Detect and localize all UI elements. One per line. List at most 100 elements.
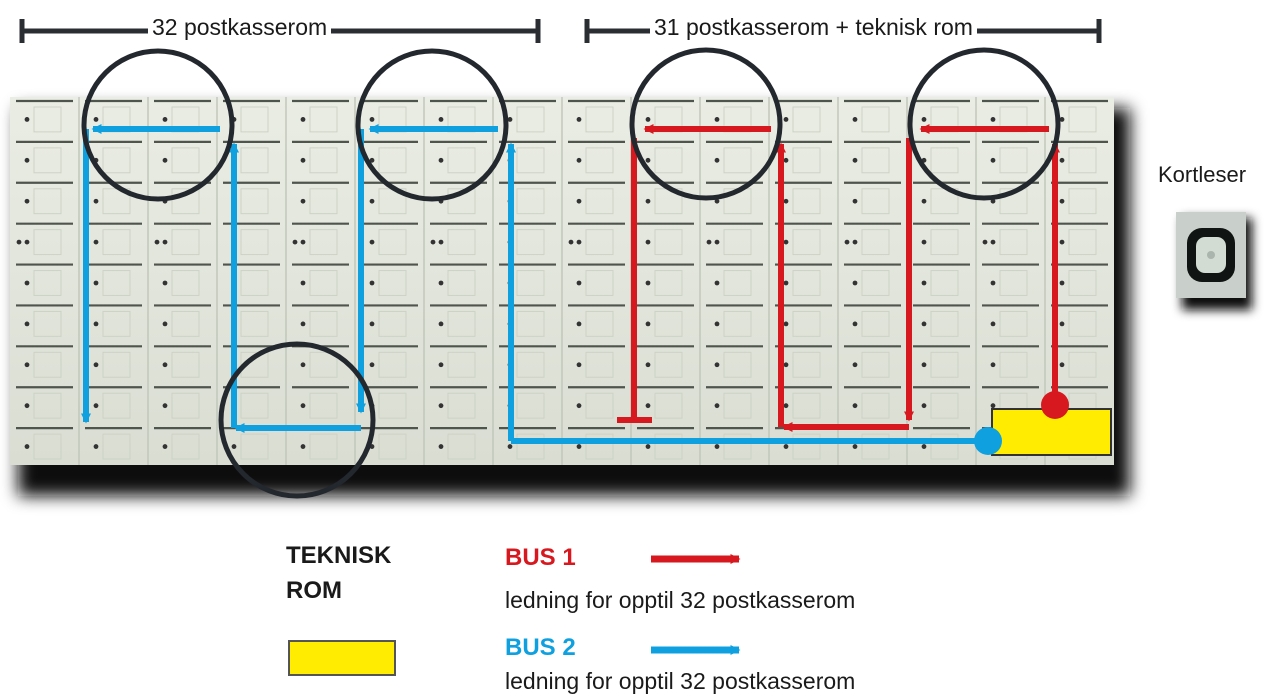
mailbox-door	[1068, 310, 1097, 337]
mailbox-lock	[162, 403, 168, 409]
mailbox-lock	[1059, 157, 1065, 163]
mailbox-lock	[921, 239, 927, 245]
mailbox-door	[723, 351, 752, 378]
mailbox-lock	[990, 403, 996, 409]
mailbox-lock	[24, 198, 30, 204]
mailbox-lock	[783, 362, 789, 368]
mailbox-door	[861, 147, 890, 174]
mailbox-lock	[369, 157, 375, 163]
mailbox-door	[585, 188, 614, 215]
mailbox-lock	[576, 157, 582, 163]
mailbox-lock	[576, 362, 582, 368]
mailbox-door	[378, 433, 407, 460]
mailbox-lock	[1059, 321, 1065, 327]
mailbox-lock	[93, 362, 99, 368]
mailbox-door	[33, 188, 62, 215]
mailbox-lock	[24, 444, 30, 449]
mailbox-door	[240, 351, 269, 378]
mailbox-lock	[714, 403, 720, 409]
mailbox-door	[654, 270, 683, 296]
mailbox-lock	[645, 239, 651, 245]
mailbox-lock	[300, 321, 306, 327]
mailbox-lock	[990, 321, 996, 327]
mailbox-door	[723, 270, 752, 296]
mailbox-door	[585, 229, 614, 256]
mailbox-door	[33, 106, 62, 133]
mailbox-lock	[921, 280, 927, 286]
mailbox-door	[171, 433, 200, 460]
ring-top-3	[629, 47, 783, 201]
mailbox-door	[999, 188, 1028, 215]
mailbox-door	[309, 310, 338, 337]
mailbox-lock	[162, 362, 168, 368]
mailbox-lock	[93, 117, 99, 122]
mailbox-lock	[369, 321, 375, 327]
mailbox-door	[171, 147, 200, 174]
mailbox-lock	[369, 239, 375, 245]
mailbox-door	[378, 392, 407, 419]
mailbox-door	[999, 351, 1028, 378]
mailbox-door	[792, 270, 821, 296]
bus2-description: ledning for opptil 32 postkasserom	[505, 668, 856, 694]
mailbox-lock	[714, 157, 720, 163]
mailbox-lock	[438, 321, 444, 327]
mailbox-lock	[438, 239, 444, 245]
mailbox-door	[516, 270, 545, 296]
mailbox-door	[33, 392, 62, 419]
mailbox-lock	[24, 157, 30, 163]
mailbox-lock	[645, 198, 651, 204]
mailbox-door	[585, 433, 614, 460]
mailbox-door	[240, 310, 269, 337]
mailbox-hinge-dot	[706, 239, 712, 245]
mailbox-lock	[438, 403, 444, 409]
mailbox-door	[1068, 147, 1097, 174]
mailbox-lock	[300, 117, 306, 122]
mailbox-lock	[783, 239, 789, 245]
mailbox-door	[516, 188, 545, 215]
mailbox-hinge-dot	[844, 239, 850, 245]
mailbox-hinge-dot	[982, 239, 988, 245]
mailbox-door	[861, 351, 890, 378]
mailbox-lock	[714, 321, 720, 327]
ring-bottom	[218, 341, 376, 499]
mailbox-lock	[783, 321, 789, 327]
mailbox-door	[861, 106, 890, 133]
mailbox-door	[516, 106, 545, 133]
mailbox-door	[1068, 188, 1097, 215]
mailbox-lock	[438, 444, 444, 449]
mailbox-door	[33, 229, 62, 256]
mailbox-lock	[300, 198, 306, 204]
mailbox-door	[585, 270, 614, 296]
mailbox-door	[585, 351, 614, 378]
mailbox-door	[585, 310, 614, 337]
mailbox-door	[723, 147, 752, 174]
mailbox-door	[654, 147, 683, 174]
mailbox-lock	[93, 321, 99, 327]
bus1-description: ledning for opptil 32 postkasserom	[505, 587, 856, 613]
mailbox-door	[930, 310, 959, 337]
mailbox-lock	[714, 444, 720, 449]
mailbox-door	[309, 270, 338, 296]
mailbox-door	[33, 147, 62, 174]
technical-room-legend-swatch	[288, 640, 396, 676]
mailbox-door	[378, 310, 407, 337]
right-section-label: 31 postkasserom + teknisk rom	[650, 14, 977, 41]
mailbox-door	[447, 270, 476, 296]
mailbox-door	[999, 310, 1028, 337]
mailbox-lock	[1059, 362, 1065, 368]
mailbox-door	[792, 188, 821, 215]
mailbox-lock	[921, 321, 927, 327]
mailbox-door	[516, 147, 545, 174]
mailbox-door	[240, 147, 269, 174]
mailbox-lock	[24, 321, 30, 327]
mailbox-lock	[162, 157, 168, 163]
mailbox-lock	[1059, 198, 1065, 204]
mailbox-door	[240, 270, 269, 296]
mailbox-door	[861, 392, 890, 419]
mailbox-lock	[783, 444, 789, 449]
mailbox-lock	[93, 198, 99, 204]
mailbox-door	[171, 188, 200, 215]
mailbox-lock	[852, 117, 858, 122]
mailbox-door	[723, 392, 752, 419]
mailbox-lock	[576, 117, 582, 122]
